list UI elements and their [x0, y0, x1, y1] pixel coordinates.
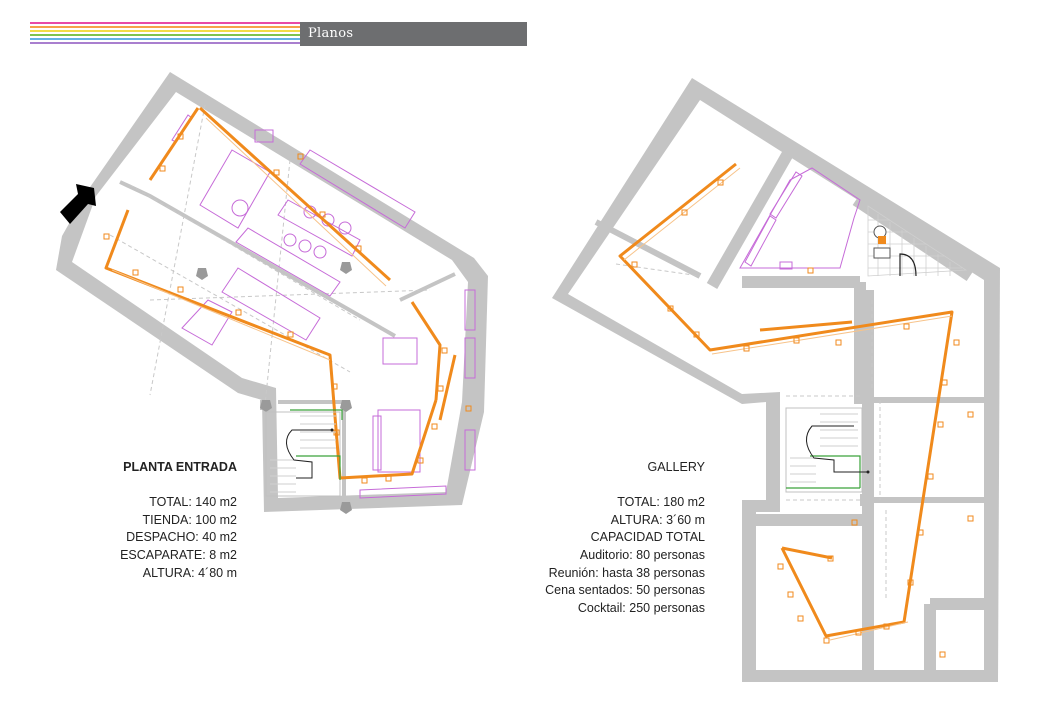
header-stripe [30, 30, 300, 32]
gallery-grid [615, 263, 887, 600]
gallery-stairs [785, 407, 870, 493]
spotlight-icon [235, 309, 242, 316]
spotlight-icon [823, 637, 830, 644]
gallery-spotlights [631, 179, 974, 658]
spotlight-icon [177, 133, 184, 140]
spotlight-icon [777, 563, 784, 570]
spotlight-icon [827, 555, 834, 562]
page-title: Planos [308, 26, 354, 41]
spotlight-icon [883, 623, 890, 630]
spotlight-icon [851, 519, 858, 526]
spotlight-icon [787, 591, 794, 598]
spotlight-icon [927, 473, 934, 480]
gallery-line: Auditorio: 80 personas [579, 547, 705, 562]
spotlight-icon [331, 383, 338, 390]
spotlight-icon [681, 209, 688, 216]
spotlight-icon [273, 169, 280, 176]
spotlight-icon [361, 477, 368, 484]
gallery-line: TOTAL: 180 m2 [617, 495, 705, 510]
spotlight-icon [835, 339, 842, 346]
planta-entrada-walls [56, 72, 488, 512]
planta-entrada-stairs [265, 409, 343, 497]
spotlight-icon [941, 379, 948, 386]
spotlight-icon [132, 269, 139, 276]
gallery-light-partition [594, 219, 984, 503]
gallery-line: Reunión: hasta 38 personas [548, 565, 705, 580]
gallery-plan [552, 78, 1000, 682]
gallery-title: GALLERY [647, 460, 705, 474]
gallery-info: GALLERY TOTAL: 180 m2 ALTURA: 3´60 m CAP… [485, 459, 705, 617]
gallery-line: Cena sentados: 50 personas [545, 583, 705, 598]
spotlight-icon [967, 515, 974, 522]
spotlight-icon [693, 331, 700, 338]
planta-entrada-lighting-track-inner [111, 117, 387, 361]
spotlight-icon [743, 345, 750, 352]
planta-entrada-line: TIENDA: 100 m2 [142, 512, 237, 527]
spotlight-icon [437, 385, 444, 392]
spotlight-icon [793, 337, 800, 344]
header-stripe [30, 42, 300, 44]
spotlight-icon [177, 286, 184, 293]
spotlight-icon [287, 331, 294, 338]
spotlight-icon [953, 339, 960, 346]
gallery-lighting-track [618, 162, 954, 638]
planta-entrada-line: ALTURA: 4´80 m [142, 565, 237, 580]
header-bar: Planos [300, 22, 527, 46]
spotlight-icon [465, 405, 472, 412]
page-header: Planos [30, 22, 527, 46]
planta-entrada-plan [56, 72, 488, 514]
spotlight-icon [939, 651, 946, 658]
planta-entrada-title: PLANTA ENTRADA [123, 460, 237, 474]
column-icon [340, 400, 352, 412]
gallery-line: ALTURA: 3´60 m [610, 512, 705, 527]
spotlight-icon [917, 529, 924, 536]
spotlight-icon [103, 233, 110, 240]
sink-icon [873, 247, 891, 259]
gallery-line: Cocktail: 250 personas [577, 600, 705, 615]
spotlight-icon [717, 179, 724, 186]
column-icon [196, 268, 208, 280]
planta-entrada-line: ESCAPARATE: 8 m2 [120, 547, 237, 562]
gallery-partitions [706, 147, 984, 670]
header-stripe [30, 22, 300, 24]
spotlight-icon [319, 211, 326, 218]
spotlight-icon [385, 475, 392, 482]
column-icon [340, 502, 352, 514]
entrance-arrow-icon [60, 184, 96, 224]
header-stripe [30, 34, 300, 36]
rainbow-stripes [30, 22, 300, 46]
spotlight-icon [355, 245, 362, 252]
spotlight-icon [441, 347, 448, 354]
spotlight-icon [855, 629, 862, 636]
planta-entrada-lighting-track [104, 106, 457, 480]
spotlight-icon [967, 411, 974, 418]
spotlight-icon [903, 323, 910, 330]
planta-entrada-line: DESPACHO: 40 m2 [126, 530, 237, 545]
spotlight-icon [937, 421, 944, 428]
planta-entrada-spotlights [103, 133, 472, 484]
spotlight-icon [417, 457, 424, 464]
planta-entrada-grid [109, 104, 431, 406]
spotlight-icon [631, 261, 638, 268]
planta-entrada-columns [196, 262, 352, 514]
planta-entrada-line: TOTAL: 140 m2 [149, 495, 237, 510]
spotlight-icon [667, 305, 674, 312]
spotlight-icon [807, 267, 814, 274]
spotlight-icon [297, 153, 304, 160]
header-stripe [30, 38, 300, 40]
spotlight-icon [159, 165, 166, 172]
column-icon [340, 262, 352, 274]
header-stripe [30, 26, 300, 28]
spotlight-icon [797, 615, 804, 622]
column-icon [260, 400, 272, 412]
spotlight-icon [431, 423, 438, 430]
gallery-line: CAPACIDAD TOTAL [590, 530, 705, 545]
planta-entrada-info: PLANTA ENTRADA TOTAL: 140 m2 TIENDA: 100… [17, 459, 237, 582]
gallery-bathroom [867, 205, 968, 277]
spotlight-icon [907, 579, 914, 586]
gallery-furniture [739, 167, 861, 270]
